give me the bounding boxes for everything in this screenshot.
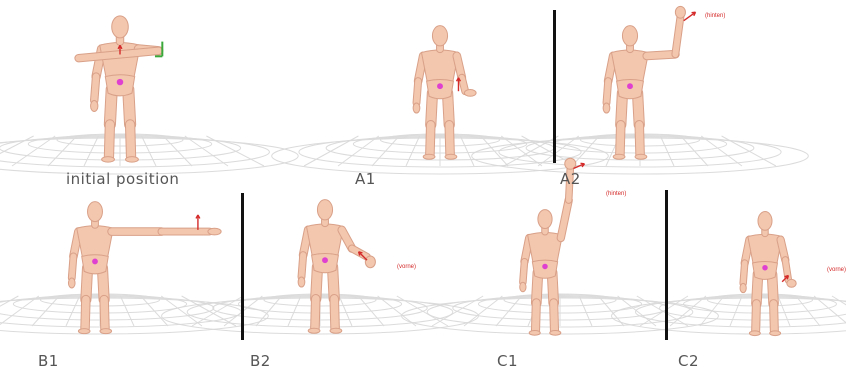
right-foot bbox=[445, 154, 457, 159]
left-forearm bbox=[743, 263, 745, 283]
left-forearm bbox=[523, 262, 525, 283]
head bbox=[432, 26, 447, 46]
mannequin-a1 bbox=[413, 26, 476, 160]
pelvis-marker bbox=[92, 259, 98, 265]
annotation-a2: (hinten) bbox=[705, 13, 725, 19]
pelvis-marker bbox=[322, 257, 328, 263]
right-foot bbox=[100, 329, 112, 334]
pelvis bbox=[312, 253, 339, 272]
left-hand bbox=[91, 100, 98, 111]
annotation-b2: (vorne) bbox=[397, 264, 416, 270]
left-shin bbox=[756, 304, 757, 331]
caption-b1: B1 bbox=[38, 352, 59, 370]
head bbox=[88, 202, 103, 222]
right-shin bbox=[130, 124, 131, 156]
left-forearm bbox=[416, 81, 418, 103]
floor-grid-c2 bbox=[612, 294, 846, 334]
pelvis-marker bbox=[117, 79, 123, 85]
right-hand bbox=[365, 256, 375, 268]
left-forearm bbox=[606, 81, 608, 103]
right-foot bbox=[330, 328, 342, 333]
right-shin bbox=[334, 299, 335, 328]
divider-c1-c2 bbox=[665, 190, 668, 340]
left-shin bbox=[430, 125, 431, 154]
left-foot bbox=[102, 157, 115, 163]
caption-b2: B2 bbox=[250, 352, 271, 370]
head bbox=[758, 212, 772, 231]
right-foot bbox=[550, 330, 561, 335]
head bbox=[622, 26, 637, 46]
caption-c2: C2 bbox=[678, 352, 699, 370]
floor-grid-initial bbox=[0, 134, 298, 174]
pelvis-marker bbox=[762, 265, 767, 270]
right-hand bbox=[464, 90, 476, 97]
annotation-c1: (hinten) bbox=[606, 191, 626, 197]
pelvis bbox=[532, 260, 557, 278]
left-forearm bbox=[72, 256, 74, 278]
left-shin bbox=[85, 300, 86, 329]
right-foot bbox=[126, 157, 139, 163]
annotation-c2: (vorne) bbox=[827, 267, 846, 273]
left-hand bbox=[603, 103, 610, 113]
right-shin bbox=[639, 125, 640, 154]
left-foot bbox=[749, 331, 760, 336]
pelvis-marker bbox=[437, 83, 443, 89]
right-foot bbox=[635, 154, 647, 159]
right-forearm bbox=[462, 78, 465, 91]
left-shin bbox=[620, 125, 621, 154]
head bbox=[112, 16, 129, 38]
left-hand bbox=[68, 278, 75, 288]
left-foot bbox=[423, 154, 435, 159]
left-foot bbox=[613, 154, 625, 159]
right-hand bbox=[787, 279, 796, 287]
left-shin bbox=[536, 303, 537, 331]
pelvis bbox=[753, 261, 778, 279]
left-hand bbox=[298, 277, 305, 287]
caption-a2: A2 bbox=[560, 170, 581, 188]
right-shin bbox=[774, 304, 775, 331]
left-shin bbox=[109, 124, 110, 156]
left-foot bbox=[78, 329, 90, 334]
divider-a1-a2 bbox=[553, 10, 556, 163]
left-hand bbox=[413, 103, 420, 113]
left-hand bbox=[740, 283, 746, 292]
caption-a1: A1 bbox=[355, 170, 376, 188]
left-foot bbox=[529, 330, 540, 335]
left-forearm bbox=[301, 255, 303, 277]
right-upper-arm bbox=[561, 200, 569, 238]
left-shin bbox=[315, 299, 316, 328]
mannequin-c2 bbox=[740, 212, 796, 336]
head bbox=[317, 200, 332, 220]
caption-c1: C1 bbox=[497, 352, 518, 370]
pelvis-marker bbox=[542, 264, 548, 270]
right-forearm bbox=[79, 51, 159, 58]
right-hand bbox=[675, 6, 685, 18]
caption-initial-position: initial position bbox=[66, 170, 179, 188]
right-shin bbox=[104, 300, 105, 329]
pelvis-marker bbox=[627, 83, 633, 89]
right-shin bbox=[554, 303, 555, 331]
right-foot bbox=[770, 331, 781, 336]
right-hand bbox=[208, 228, 221, 235]
right-upper-arm bbox=[647, 54, 676, 56]
left-hand bbox=[520, 282, 526, 291]
pelvis bbox=[105, 75, 134, 96]
divider-b1-b2 bbox=[241, 193, 244, 340]
head bbox=[538, 210, 552, 229]
right-shin bbox=[449, 125, 450, 154]
left-forearm bbox=[94, 77, 96, 101]
left-foot bbox=[308, 328, 320, 333]
